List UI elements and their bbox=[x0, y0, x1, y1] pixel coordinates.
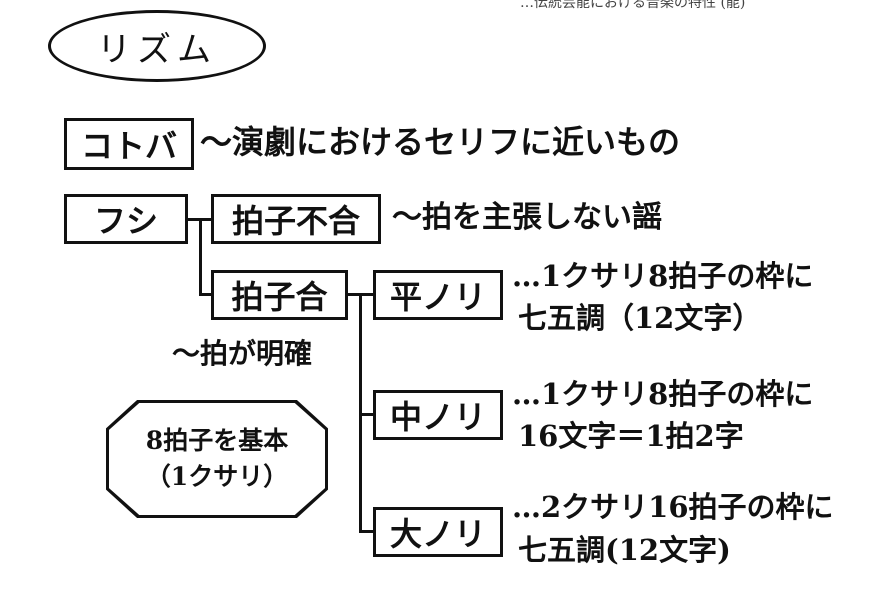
hyoshi-gou-box: 拍子合 bbox=[211, 270, 348, 320]
hyoshi-gou-note: ～拍が明確 bbox=[172, 337, 313, 370]
o-nori-box: 大ノリ bbox=[373, 507, 503, 557]
hira-nori-line1: …1クサリ8拍子の枠に bbox=[512, 259, 814, 293]
connector-line bbox=[199, 218, 211, 221]
basis-line1: 8拍子を基本 bbox=[145, 425, 289, 455]
basis-octagon: 8拍子を基本 （1クサリ） bbox=[106, 400, 328, 518]
header-scrap-text: …伝統芸能における音楽の特性 (能) bbox=[520, 0, 746, 11]
hira-nori-box: 平ノリ bbox=[373, 270, 503, 320]
connector-line bbox=[359, 530, 373, 533]
kotoba-description: ～演劇におけるセリフに近いもの bbox=[200, 123, 681, 161]
connector-line bbox=[199, 293, 211, 296]
o-nori-line2: 七五調(12文字) bbox=[518, 533, 731, 567]
chu-nori-line2: 16文字＝1拍2字 bbox=[518, 419, 744, 453]
o-nori-line1: …2クサリ16拍子の枠に bbox=[512, 490, 834, 524]
fushi-box: フシ bbox=[64, 194, 188, 244]
chu-nori-box: 中ノリ bbox=[373, 390, 503, 440]
basis-line2: （1クサリ） bbox=[145, 462, 289, 491]
hyoshi-fugou-description: ～拍を主張しない謡 bbox=[392, 200, 662, 235]
hira-nori-line2: 七五調（12文字） bbox=[518, 301, 762, 335]
connector-line bbox=[199, 218, 202, 296]
connector-line bbox=[348, 293, 362, 296]
kotoba-box: コトバ bbox=[64, 118, 194, 170]
connector-line bbox=[359, 293, 373, 296]
connector-line bbox=[188, 218, 200, 221]
connector-line bbox=[359, 413, 373, 416]
title-oval: リズム bbox=[48, 10, 266, 82]
chu-nori-line1: …1クサリ8拍子の枠に bbox=[512, 377, 814, 411]
hyoshi-fugou-box: 拍子不合 bbox=[211, 194, 381, 244]
